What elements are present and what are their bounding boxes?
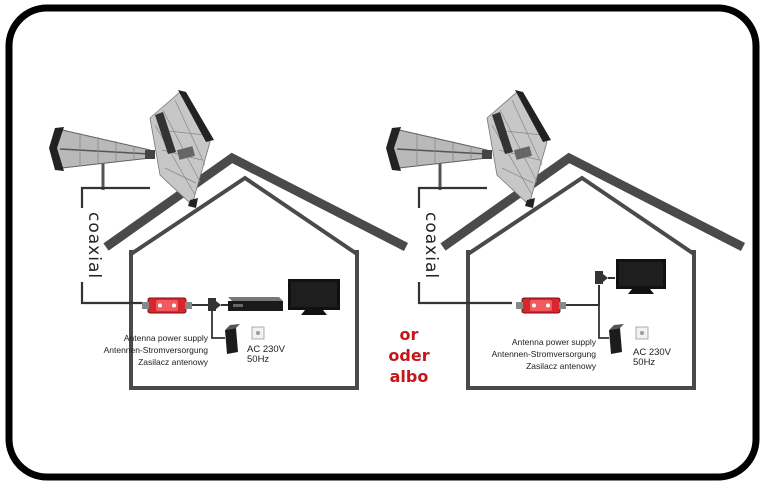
coax-label-left: coaxial [84,212,104,279]
tv-icon-right [616,259,666,294]
set-top-box-icon [228,297,283,311]
power-supply-de-left: Antennen-Stromversorgung [104,345,209,355]
splitter-icon [208,298,221,311]
amplifier-icon [141,297,193,314]
splitter-icon-right [595,271,608,284]
power-supply-de-right: Antennen-Stromversorgung [492,349,597,359]
separator-de: oder [388,346,429,365]
right-scene: coaxial Antenna power supply Antennen-St… [384,88,743,388]
power-supply-pl-left: Zasilacz antenowy [138,357,209,367]
power-supply-pl-right: Zasilacz antenowy [526,361,597,371]
ac-voltage-right: AC 230V [633,347,672,358]
left-scene: coaxial Antenna power supply Antennen-St… [47,88,406,388]
ac-voltage-left: AC 230V [247,344,286,355]
power-supply-en-right: Antenna power supply [512,337,597,347]
outer-frame [5,4,760,481]
coax-label-right: coaxial [421,212,441,279]
separator-pl: albo [390,367,429,386]
ac-frequency-left: 50Hz [247,354,269,365]
ac-frequency-right: 50Hz [633,357,655,368]
power-supply-en-left: Antenna power supply [124,333,209,343]
separator-en: or [400,325,419,344]
tv-icon [288,279,340,315]
amplifier-icon-right [515,297,567,314]
separator-text: or oder albo [388,325,429,386]
